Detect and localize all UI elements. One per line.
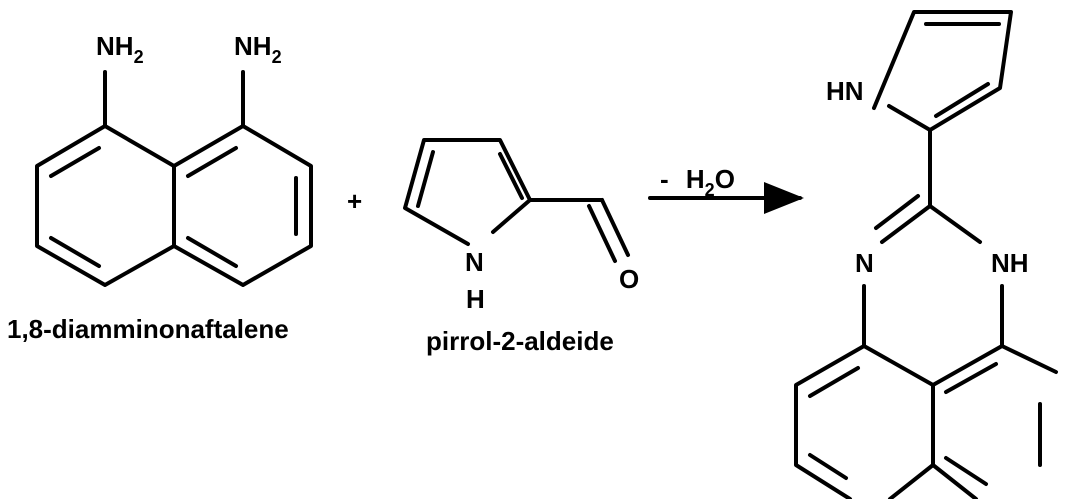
naphthalene-skeleton: [35, 70, 313, 287]
carbonyl-bond: [600, 198, 630, 257]
double-bond-inner: [944, 362, 998, 394]
carbonyl-bond: [587, 204, 617, 263]
amine-label-right: NH2: [234, 31, 282, 67]
compound-name-pyrrole-aldehyde: pirrol-2-aldeide: [426, 326, 614, 356]
c-n-double-bond: [874, 194, 920, 230]
double-bond-inner: [944, 456, 988, 486]
double-bond-inner: [186, 236, 238, 268]
pyrrole-h-label: H: [466, 284, 485, 314]
reactant-diaminonaphthalene: NH2 NH2 1,8-diamminonaftalene: [7, 31, 313, 344]
pyrrole-aldehyde-skeleton: [403, 138, 630, 263]
plus-sign: +: [347, 186, 362, 216]
double-bond-inner: [808, 366, 860, 398]
double-bond-inner: [808, 453, 848, 480]
product-pyrrole-nh-label: HN: [826, 76, 864, 106]
product-nh-label: NH: [991, 248, 1029, 278]
product-n-label: N: [855, 248, 874, 278]
pyrrole-n-label: N: [465, 247, 484, 277]
double-bond-inner: [49, 146, 101, 178]
reaction-arrow-group: - H2O: [648, 164, 804, 214]
product-perimidine: HN N NH: [794, 10, 1058, 499]
reaction-condition: - H2O: [660, 164, 735, 200]
double-bond-inner: [416, 150, 435, 208]
c-n-double-bond: [880, 204, 932, 244]
amine-label-left: NH2: [96, 31, 144, 67]
carbonyl-o-label: O: [619, 264, 639, 294]
c-nh-bond: [928, 204, 982, 244]
double-bond-inner: [934, 82, 990, 118]
reactant-pyrrole-aldehyde: N H O pirrol-2-aldeide: [403, 138, 639, 356]
compound-name-diaminonaphthalene: 1,8-diamminonaftalene: [7, 314, 289, 344]
product-skeleton: [794, 10, 1058, 499]
double-bond-inner: [498, 152, 524, 200]
double-bond-inner: [186, 146, 238, 178]
double-bond-inner: [49, 236, 101, 268]
